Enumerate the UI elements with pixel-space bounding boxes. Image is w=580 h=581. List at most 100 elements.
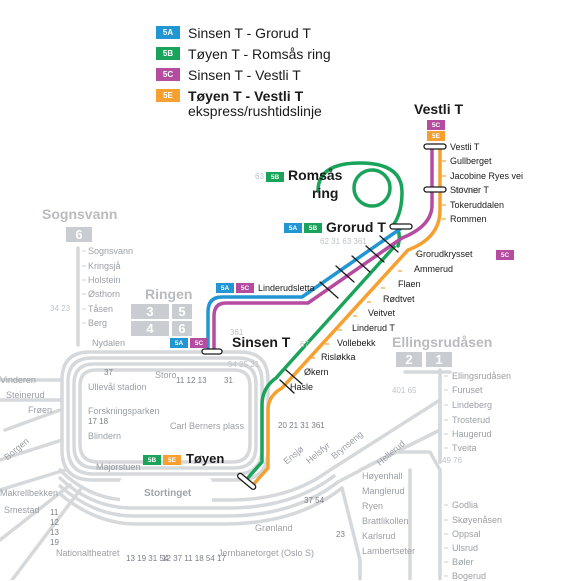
station-label: Rødtvet [383,294,415,304]
grey-station: Smestad [4,505,40,515]
station-sinsen: Sinsen T [232,334,291,350]
station-label: Rommen [450,214,487,224]
station-label: Økern [304,367,329,377]
zone-ringen-6: 6 [172,321,192,336]
grey-station: Frøen [28,405,53,415]
grey-station: Steinerud [6,390,45,400]
station-romsas-ring: ring [312,185,339,201]
grey-station: Ellingsrudåsen [452,371,512,381]
bus-numbers: 67 361 [455,186,480,195]
badge-5c: 5C [496,250,514,260]
area-ellingsrudasen: Ellingsrudåsen [392,334,493,350]
east-ticks [442,160,446,220]
route-5e [250,146,442,488]
legend-label: Sinsen T - Grorud T [188,24,311,41]
station-label: Jacobine Ryes vei [450,171,524,181]
grey-station: Sognsvann [88,246,134,256]
stortinget-box [120,478,212,506]
station-ticks [201,143,447,490]
area-ringen: Ringen [145,286,193,302]
badge-5b: 5B [156,47,180,60]
legend-label: Tøyen T - Romsås ring [188,45,331,62]
grey-station: Tåsen [88,304,114,314]
badge-5c: 5C [156,68,180,81]
grey-station: Godlia [452,500,479,510]
grey-station: Brattlikollen [362,516,409,526]
diag-ticks [279,235,399,394]
grey-station: Makrellbekken [0,488,59,498]
station-label: Stovner T [450,185,489,195]
badge-5a: 5A [216,283,234,293]
grey-station: Jernbanetorget (Oslo S) [218,548,315,558]
station-label: Flaen [398,279,421,289]
grey-station: Haugerud [452,429,492,439]
badge-5e: 5E [427,131,445,141]
bus-numbers: 34 23 [50,304,71,313]
route-5c [212,146,434,354]
mid-ticks [311,253,419,359]
badge-5e: 5E [163,455,181,465]
grey-station: Bøler [452,557,474,567]
station-stortinget: Stortinget [144,488,192,499]
legend-sublabel: ekspress/rushtidslinje [188,103,322,119]
grey-station: Blindern [88,431,122,441]
zone-ringen-5: 5 [172,304,192,319]
route-5b [244,245,396,482]
bus-numbers: 37 [104,368,113,377]
grey-station: Carl Berners plass [170,421,245,431]
badge-5b: 5B [304,223,322,233]
legend-row-5b: 5B Tøyen T - Romsås ring [156,43,331,64]
grey-station: Majorstuen [96,462,141,472]
badge-5c: 5C [190,338,208,348]
zone-ringen-3: 3 [131,304,169,319]
grey-station: Furuset [452,385,483,395]
badge-5a: 5A [156,26,180,39]
station-grorud: Grorud T [326,219,386,235]
grey-station: Vinderen [0,375,36,385]
station-label: Linderud T [352,323,395,333]
zone-sognsvann: 6 [66,227,92,242]
badge-5a: 5A [284,223,302,233]
bus-numbers: 401 65 [392,386,417,395]
grey-station: Holstein [88,275,121,285]
grey-station: Bogerud [452,571,487,581]
grey-station: Berg [88,318,108,328]
station-label: Vollebekk [337,338,376,348]
bus-numbers: 11 12 13 [176,376,207,385]
grey-station: Nationaltheatret [56,548,120,558]
grey-station: Manglerud [362,486,405,496]
bus-numbers: 17 18 [88,417,109,426]
grey-station: Lindeberg [452,400,493,410]
grey-station: Høyenhall [362,471,403,481]
badge-5c: 5C [427,120,445,130]
bus-numbers: 54 25 31 [228,360,260,369]
grey-network [0,246,452,580]
grey-station: Lambertseter [362,546,416,556]
badge-5b: 5B [266,172,284,182]
station-label: Ammerud [414,264,454,274]
legend-label: Tøyen T - Vestli T [188,87,304,104]
grey-station: Forskningsparken [88,406,160,416]
station-label: Grorudkrysset [416,249,473,259]
station-label: Gullberget [450,156,492,166]
grey-station: Østhorn [88,289,121,299]
grey-station: Ulsrud [452,543,479,553]
legend: 5A Sinsen T - Grorud T 5B Tøyen T - Roms… [156,22,331,119]
bus-numbers: 23 [336,530,345,539]
bus-numbers: 361 [230,328,244,337]
grey-station: Oppsal [452,529,481,539]
route-5a [206,227,402,354]
station-label: Hasle [290,382,314,392]
grey-station: Grønland [255,523,293,533]
zone-ell-2: 2 [396,352,422,367]
grey-station: Tveita [452,443,477,453]
bus-numbers: 13 19 31 54 [126,554,169,563]
grey-ticks [82,250,448,577]
badge-5a: 5A [170,338,188,348]
bus-numbers: 67 [300,340,309,349]
badge-5e: 5E [156,89,180,102]
bus-numbers: 49 76 [442,456,463,465]
station-vestli: Vestli T [414,101,464,117]
station-linderudsletta: Linderudsletta [258,283,315,293]
